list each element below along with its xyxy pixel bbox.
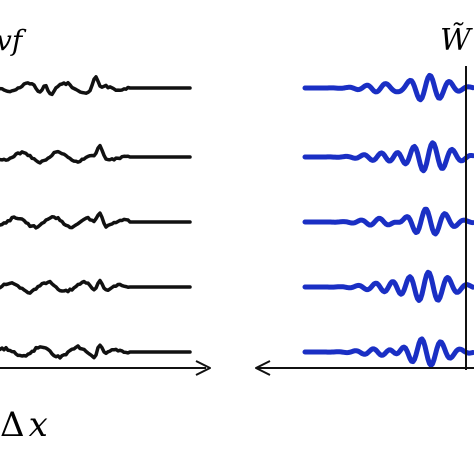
- left-trace: [0, 75, 192, 97]
- left-trace: [0, 211, 192, 230]
- right-trace: [302, 336, 474, 368]
- right-traces-group: [302, 72, 474, 368]
- top-left-label: vf: [0, 24, 27, 57]
- left-traces-group: [0, 75, 192, 360]
- right-trace: [302, 269, 474, 303]
- left-trace: [0, 143, 192, 165]
- left-trace: [0, 343, 192, 360]
- left-arrow: [0, 360, 211, 376]
- right-arrow: [255, 360, 474, 376]
- right-trace: [302, 140, 474, 174]
- top-right-label: W̃: [440, 23, 473, 58]
- x-symbol: x: [29, 405, 48, 445]
- left-trace: [0, 278, 192, 295]
- right-trace: [302, 72, 474, 103]
- delta-symbol: Δ: [0, 405, 25, 445]
- right-trace: [302, 206, 474, 237]
